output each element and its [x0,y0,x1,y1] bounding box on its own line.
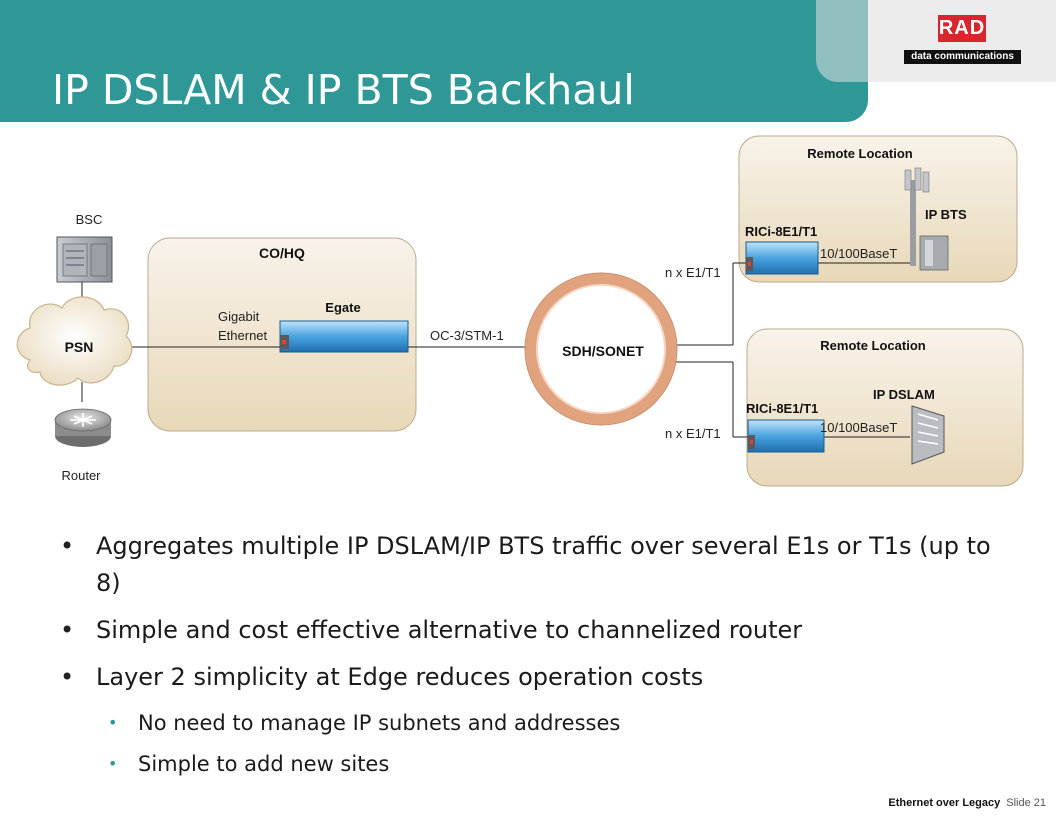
gigabit-label-line2: Ethernet [218,328,268,343]
oc3-label: OC-3/STM-1 [430,328,504,343]
slide-title: IP DSLAM & IP BTS Backhaul [52,66,635,114]
network-diagram: BSC Router Gigabit Ethernet OC-3/STM-1 n… [16,135,1024,487]
gigabit-label-line1: Gigabit [218,309,260,324]
bullet-item: Simple and cost effective alternative to… [60,612,1020,649]
ip-bts-tower-icon [904,167,949,271]
link-bottom-label: 10/100BaseT [820,420,897,435]
remote-top-device-label: RICi-8E1/T1 [745,224,817,239]
nxe1-bottom-label: n x E1/T1 [665,426,721,441]
psn-label: PSN [65,339,94,355]
psn-cloud-icon [16,296,133,386]
header-band [0,0,868,122]
sdh-sonet-label: SDH/SONET [562,343,644,359]
sub-bullet-item: No need to manage IP subnets and address… [60,706,1020,740]
bsc-label: BSC [76,212,103,227]
bullet-list: Aggregates multiple IP DSLAM/IP BTS traf… [60,528,1020,788]
ip-bts-label: IP BTS [925,207,967,222]
sub-bullet-item: Simple to add new sites [60,747,1020,781]
nxe1-top-label: n x E1/T1 [665,265,721,280]
remote-bottom-title: Remote Location [820,338,926,353]
bsc-icon [56,236,113,283]
link-top-label: 10/100BaseT [820,246,897,261]
egate-label: Egate [325,300,360,315]
slide-number: Slide 21 [1006,797,1046,809]
remote-bottom-device-label: RICi-8E1/T1 [746,401,818,416]
sdh-sonet-ring-icon [524,272,678,426]
logo-tagline: data communications [904,50,1021,64]
remote-top-title: Remote Location [807,146,913,161]
ip-dslam-icon [911,405,945,465]
ip-dslam-label: IP DSLAM [873,387,935,402]
bullet-item: Layer 2 simplicity at Edge reduces opera… [60,659,1020,696]
rici-device-bottom-icon [747,419,825,453]
bullet-item: Aggregates multiple IP DSLAM/IP BTS traf… [60,528,1020,602]
footer: Ethernet over Legacy Slide 21 [888,797,1046,809]
footer-deck-title: Ethernet over Legacy [888,797,1001,809]
rad-logo: RAD [938,15,986,42]
router-icon [54,408,112,447]
egate-device-icon [279,320,409,353]
rici-device-top-icon [745,241,819,275]
co-hq-label: CO/HQ [259,245,305,261]
router-label: Router [61,468,101,483]
